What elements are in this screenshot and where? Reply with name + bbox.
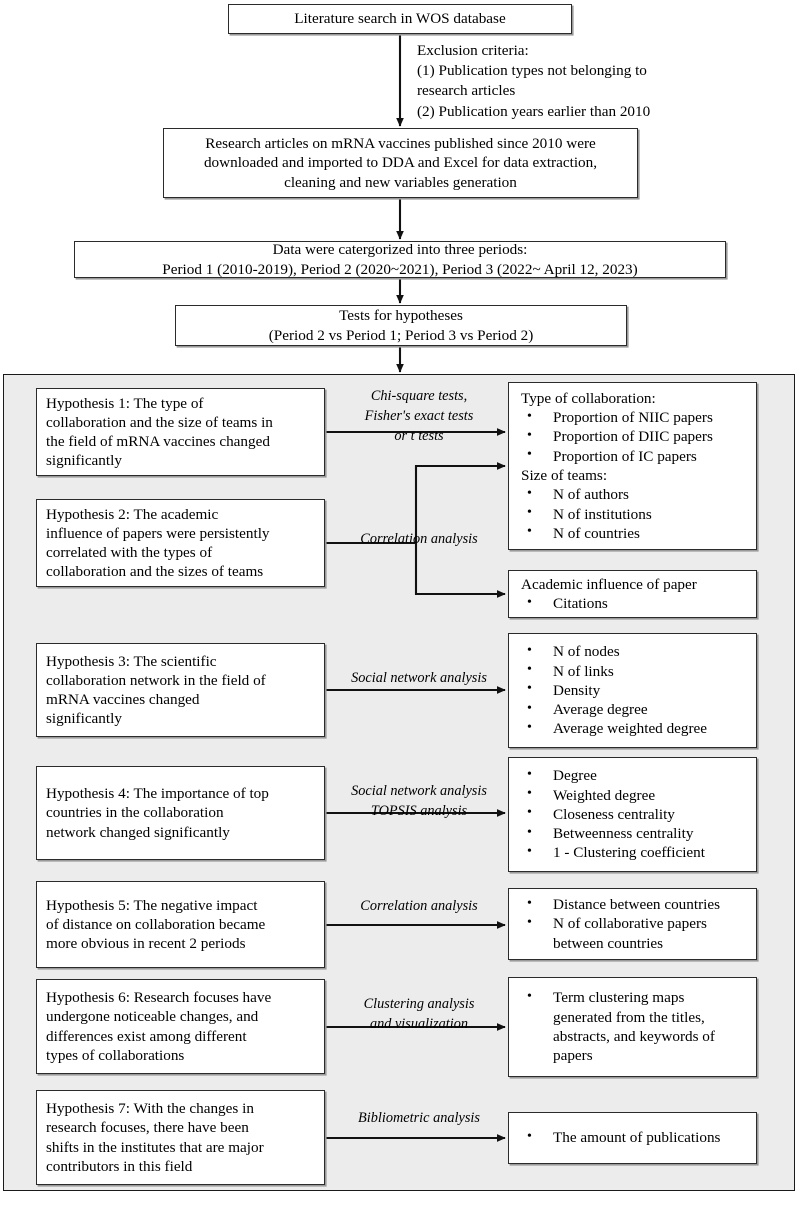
outcome-box-3: N of nodes N of links Density Average de… — [508, 633, 757, 748]
outcome-2-list: Citations — [513, 593, 752, 613]
outcome-box-7: The amount of publications — [508, 1112, 757, 1164]
hypothesis-3-text: Hypothesis 3: The scientific collaborati… — [46, 652, 266, 728]
list-item: Average degree — [513, 700, 752, 719]
list-item: N of authors — [513, 485, 752, 504]
search-box-text: Literature search in WOS database — [294, 10, 506, 28]
hypothesis-box-6: Hypothesis 6: Research focuses have unde… — [36, 979, 325, 1074]
list-item: N of nodes — [513, 642, 752, 661]
outcome-1-heading-2: Size of teams: — [521, 467, 608, 484]
periods-box-text: Data were catergorized into three period… — [162, 241, 638, 278]
process-box: Research articles on mRNA vaccines publi… — [163, 128, 638, 198]
edge-label-6: Clustering analysis and visualization — [363, 996, 475, 1033]
hypothesis-box-3: Hypothesis 3: The scientific collaborati… — [36, 643, 325, 737]
list-item: Betweenness centrality — [513, 824, 752, 843]
list-item: Weighted degree — [513, 785, 752, 805]
tests-box: Tests for hypotheses (Period 2 vs Period… — [175, 305, 627, 346]
search-box: Literature search in WOS database — [228, 4, 572, 34]
edge-label-5: Correlation analysis — [360, 898, 478, 914]
outcome-1-list-1: Proportion of NIIC papers Proportion of … — [513, 408, 752, 466]
list-item: N of institutions — [513, 504, 752, 524]
list-item: 1 - Clustering coefficient — [513, 843, 752, 862]
edge-label-1: Chi-square tests, Fisher's exact tests o… — [364, 388, 474, 445]
edge-label-7: Bibliometric analysis — [358, 1110, 480, 1126]
outcome-6-content: Term clustering maps generated from the … — [509, 988, 756, 1065]
list-item: Closeness centrality — [513, 804, 752, 824]
list-item: Proportion of DIIC papers — [513, 427, 752, 446]
periods-box: Data were catergorized into three period… — [74, 241, 726, 278]
exclusion-criteria-note: Exclusion criteria: (1) Publication type… — [417, 42, 651, 120]
hypothesis-box-2: Hypothesis 2: The academic influence of … — [36, 499, 325, 587]
hypothesis-box-5: Hypothesis 5: The negative impact of dis… — [36, 881, 325, 968]
hypothesis-box-7: Hypothesis 7: With the changes in resear… — [36, 1090, 325, 1185]
list-item: Distance between countries — [513, 895, 752, 914]
tests-box-text: Tests for hypotheses (Period 2 vs Period… — [268, 307, 534, 344]
hypothesis-box-4: Hypothesis 4: The importance of top coun… — [36, 766, 325, 860]
outcome-5-list: Distance between countries N of collabor… — [513, 895, 752, 953]
outcome-box-5: Distance between countries N of collabor… — [508, 888, 757, 960]
edge-label-2: Correlation analysis — [360, 531, 478, 547]
outcome-2-heading: Academic influence of paper — [521, 575, 697, 593]
hypothesis-box-1: Hypothesis 1: The type of collaboration … — [36, 388, 325, 476]
outcome-4-list: Degree Weighted degree Closeness central… — [513, 766, 752, 862]
outcome-box-2: Academic influence of paper Citations — [508, 570, 757, 618]
edge-label-4: Social network analysis TOPSIS analysis — [351, 783, 487, 820]
list-item: Citations — [513, 593, 752, 613]
outcome-4-content: Degree Weighted degree Closeness central… — [509, 766, 756, 862]
outcome-1-content: Type of collaboration: Proportion of NII… — [509, 389, 756, 543]
list-item: Average weighted degree — [513, 719, 752, 738]
outcome-3-list: N of nodes N of links Density Average de… — [513, 642, 752, 738]
outcome-box-6: Term clustering maps generated from the … — [508, 977, 757, 1077]
list-item: Proportion of IC papers — [513, 446, 752, 466]
list-item: The amount of publications — [513, 1128, 752, 1147]
outcome-box-4: Degree Weighted degree Closeness central… — [508, 757, 757, 872]
outcome-box-1: Type of collaboration: Proportion of NII… — [508, 382, 757, 550]
outcome-5-content: Distance between countries N of collabor… — [509, 895, 756, 953]
hypothesis-7-text: Hypothesis 7: With the changes in resear… — [46, 1100, 264, 1175]
list-item: Density — [513, 680, 752, 700]
hypothesis-5-text: Hypothesis 5: The negative impact of dis… — [46, 896, 266, 953]
outcome-2-content: Academic influence of paper Citations — [509, 575, 756, 614]
hypothesis-6-text: Hypothesis 6: Research focuses have unde… — [46, 989, 272, 1064]
outcome-7-content: The amount of publications — [509, 1128, 756, 1147]
arrow-h2-branch-up — [414, 462, 506, 543]
outcome-3-content: N of nodes N of links Density Average de… — [509, 642, 756, 738]
process-box-text: Research articles on mRNA vaccines publi… — [203, 135, 598, 191]
list-item: Proportion of NIIC papers — [513, 408, 752, 427]
list-item: N of collaborative papers between countr… — [513, 914, 752, 953]
list-item: N of links — [513, 661, 752, 681]
outcome-6-list: Term clustering maps generated from the … — [513, 988, 752, 1065]
list-item: Degree — [513, 766, 752, 785]
outcome-7-list: The amount of publications — [513, 1128, 752, 1147]
hypothesis-4-text: Hypothesis 4: The importance of top coun… — [46, 785, 269, 841]
hypothesis-2-text: Hypothesis 2: The academic influence of … — [46, 505, 270, 581]
list-item: N of countries — [513, 523, 752, 543]
list-item: Term clustering maps generated from the … — [513, 988, 752, 1065]
outcome-1-heading-1: Type of collaboration: — [521, 389, 656, 407]
hypothesis-1-text: Hypothesis 1: The type of collaboration … — [46, 394, 273, 470]
outcome-1-list-2: N of authors N of institutions N of coun… — [513, 485, 752, 543]
arrow-h2-branch-down — [414, 543, 506, 598]
edge-label-3: Social network analysis — [351, 670, 487, 686]
